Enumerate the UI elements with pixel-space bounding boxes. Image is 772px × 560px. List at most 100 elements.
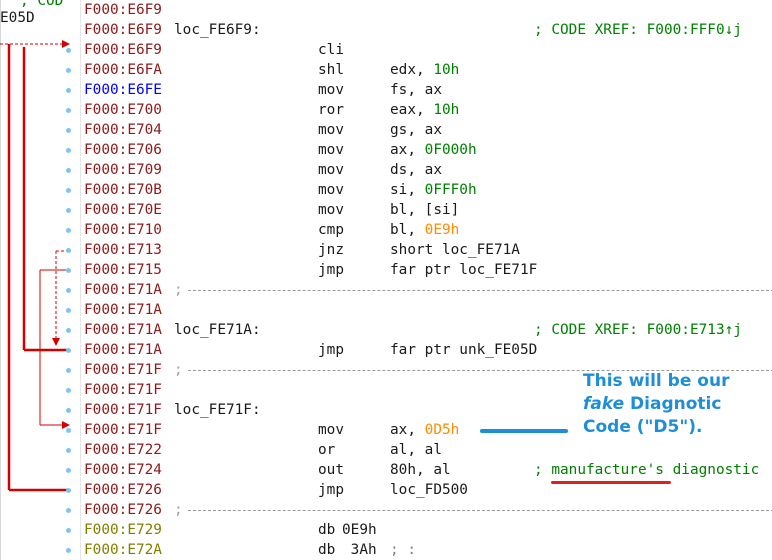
mnemonic: jmp	[318, 262, 344, 278]
address: F000:E71F	[84, 422, 162, 438]
operands[interactable]: eax, 10h	[390, 100, 459, 120]
breakpoint-dot[interactable]	[66, 328, 71, 333]
mnemonic: mov	[318, 142, 344, 158]
operand-text: si,	[390, 182, 425, 198]
address: F000:E70E	[84, 202, 162, 218]
separator-dashed-line	[188, 370, 772, 371]
line-comment: ; manufacture's diagnostic	[534, 462, 760, 478]
xref-comment[interactable]: ; CODE XREF: F000:E713↑j	[534, 322, 742, 338]
mnemonic: db	[318, 542, 336, 558]
address: F000:E6F9	[84, 22, 162, 38]
left-border	[0, 0, 1, 560]
code-label[interactable]: loc_FE6F9:	[174, 22, 261, 38]
breakpoint-dot[interactable]	[66, 228, 71, 233]
arrow-head-e71a	[52, 338, 60, 346]
operand-number: 0E9h	[342, 522, 377, 538]
mnemonic: mov	[318, 422, 344, 438]
operand-number: 0F000h	[424, 142, 477, 158]
operands[interactable]: far ptr unk_FE05D	[390, 340, 537, 360]
operand-text: bl,	[390, 222, 425, 238]
breakpoint-dot[interactable]	[66, 48, 71, 53]
address: F000:E726	[84, 482, 162, 498]
operand-text: edx,	[390, 62, 434, 78]
operand-number: 0D5h	[424, 422, 460, 438]
operand-text: ax,	[390, 422, 425, 438]
operands[interactable]: 80h, al	[390, 460, 451, 480]
breakpoint-dot[interactable]	[66, 248, 71, 253]
operands[interactable]: edx, 10h	[390, 60, 459, 80]
mnemonic: jnz	[318, 242, 344, 258]
breakpoint-dot[interactable]	[66, 88, 71, 93]
operands[interactable]: short loc_FE71A	[390, 240, 520, 260]
breakpoint-dot[interactable]	[66, 148, 71, 153]
operands[interactable]: bl, [si]	[390, 200, 459, 220]
breakpoint-dot[interactable]	[66, 528, 71, 533]
operand-text: bl, [si]	[390, 202, 460, 218]
annotation-line-2-rest: Diagnotic	[624, 394, 722, 414]
breakpoint-dot[interactable]	[66, 208, 71, 213]
operands[interactable]: loc_FD500	[390, 480, 468, 500]
breakpoint-dot[interactable]	[66, 68, 71, 73]
highlight-arrow-line	[480, 429, 568, 433]
operand-text: ds, ax	[390, 162, 442, 178]
address: F000:E6FE	[84, 82, 162, 98]
breakpoint-dot[interactable]	[66, 448, 71, 453]
address: F000:E724	[84, 462, 162, 478]
breakpoint-dot[interactable]	[66, 388, 71, 393]
operands[interactable]: fs, ax	[390, 80, 442, 100]
address: F000:E704	[84, 122, 162, 138]
operand-text: al, al	[390, 442, 442, 458]
breakpoint-dot[interactable]	[66, 488, 71, 493]
mnemonic: mov	[318, 82, 344, 98]
breakpoint-dot[interactable]	[66, 308, 71, 313]
jump-arrows	[0, 40, 70, 492]
separator-semicolon: ;	[174, 282, 183, 298]
xref-comment[interactable]: ; CODE XREF: F000:FFF0↓j	[534, 22, 742, 38]
address: F000:E715	[84, 262, 162, 278]
operand-text: gs, ax	[390, 122, 442, 138]
operand-number: 0E9h	[424, 222, 460, 238]
address: F000:E70B	[84, 182, 162, 198]
arrow-head-e71f	[62, 421, 70, 429]
gutter-separator	[80, 0, 81, 560]
annotation-note: This will be our fake Diagnotic Code ("D…	[583, 370, 763, 439]
breakpoint-dot[interactable]	[66, 128, 71, 133]
separator-semicolon: ;	[174, 502, 183, 518]
breakpoint-dot[interactable]	[66, 108, 71, 113]
gutter-top-comment: ; COD	[20, 0, 64, 9]
operands[interactable]: 3Ah	[318, 540, 377, 560]
operands[interactable]: gs, ax	[390, 120, 442, 140]
code-label[interactable]: loc_FE71A:	[174, 322, 261, 338]
breakpoint-dot[interactable]	[66, 468, 71, 473]
operand-number: 0FFF0h	[424, 182, 477, 198]
address: F000:E71F	[84, 362, 162, 378]
breakpoint-dot[interactable]	[66, 428, 71, 433]
breakpoint-dot[interactable]	[66, 288, 71, 293]
operand-text: fs, ax	[390, 82, 442, 98]
breakpoint-dot[interactable]	[66, 168, 71, 173]
breakpoint-dot[interactable]	[66, 348, 71, 353]
mnemonic: mov	[318, 162, 344, 178]
operand-text: loc_FD500	[390, 482, 468, 498]
operands[interactable]: ax, 0F000h	[390, 140, 477, 160]
breakpoint-dot[interactable]	[66, 188, 71, 193]
address: F000:E71A	[84, 322, 162, 338]
operands[interactable]: far ptr loc_FE71F	[390, 260, 537, 280]
address: F000:E6F9	[84, 2, 162, 18]
breakpoint-dot[interactable]	[66, 368, 71, 373]
operands[interactable]: si, 0FFF0h	[390, 180, 477, 200]
breakpoint-dot[interactable]	[66, 408, 71, 413]
breakpoint-dot[interactable]	[66, 508, 71, 513]
annotation-line-3: Code ("D5").	[583, 417, 703, 437]
code-label[interactable]: loc_FE71F:	[174, 402, 261, 418]
operand-text: ax,	[390, 142, 425, 158]
operands[interactable]: 0E9h	[318, 520, 377, 540]
operands[interactable]: al, al	[390, 440, 442, 460]
annotation-line-1: This will be our	[583, 371, 730, 391]
operands[interactable]: bl, 0E9h	[390, 220, 459, 240]
operands[interactable]: ax, 0D5h	[390, 420, 459, 440]
breakpoint-dot[interactable]	[66, 268, 71, 273]
breakpoint-dot[interactable]	[66, 548, 71, 553]
mnemonic: mov	[318, 122, 344, 138]
operands[interactable]: ds, ax	[390, 160, 442, 180]
